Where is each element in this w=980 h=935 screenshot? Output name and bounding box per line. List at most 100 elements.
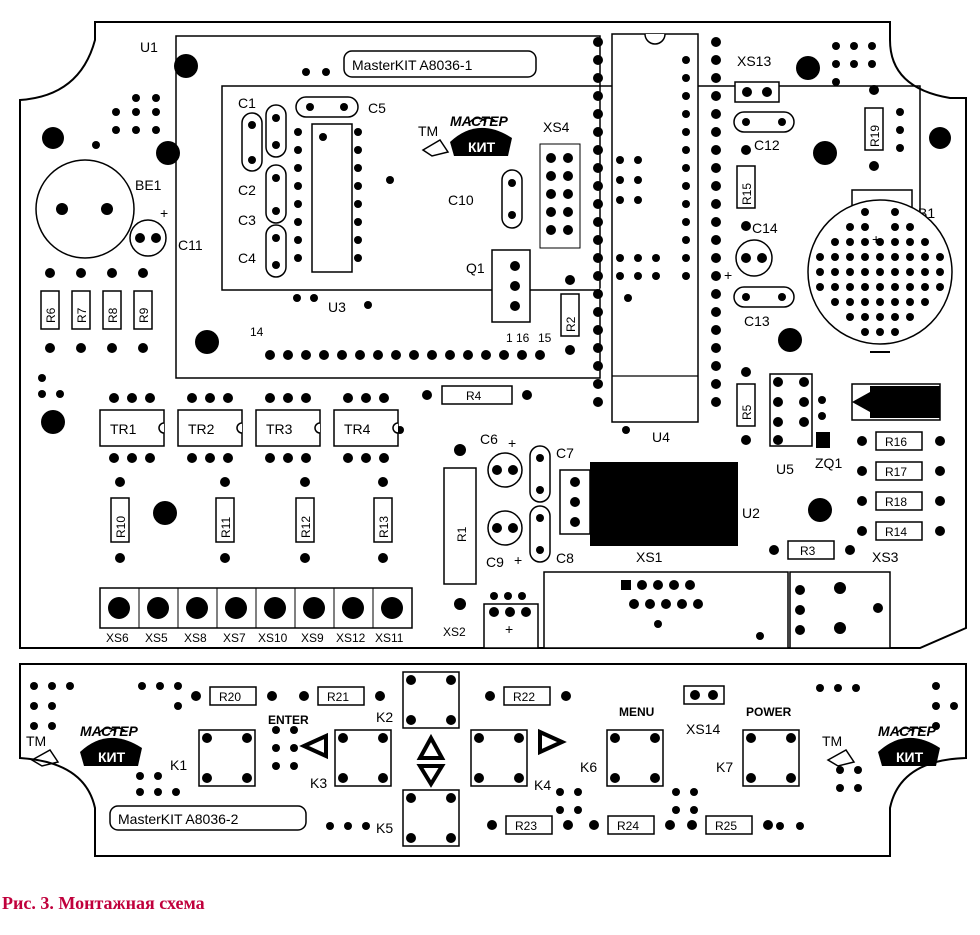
xs6-label: XS6 [106, 631, 129, 645]
c14-capacitor [735, 239, 773, 277]
b1-via [846, 298, 854, 306]
k1-label: K1 [170, 757, 187, 773]
b1-via [861, 298, 869, 306]
logo-master-kit-left: МАСТЕР КИТ TM [26, 723, 143, 767]
b1-via [891, 313, 899, 321]
svg-text:TR2: TR2 [188, 421, 215, 437]
c14-plus: + [724, 267, 732, 283]
u4-pins-right [711, 37, 721, 407]
svg-text:R19: R19 [868, 125, 882, 147]
svg-text:TR3: TR3 [266, 421, 293, 437]
c7-capacitor [529, 445, 551, 503]
svg-text:МАСТЕР: МАСТЕР [80, 723, 139, 739]
button-k5[interactable] [402, 789, 460, 847]
resistor-r2: R2 [560, 275, 580, 355]
via-field-board2 [30, 682, 958, 830]
be1-plus: + [160, 205, 168, 221]
k3-label: K3 [310, 775, 327, 791]
button-k7[interactable] [742, 729, 800, 787]
b1-via [891, 253, 899, 261]
b1-via [861, 283, 869, 291]
button-k4[interactable] [470, 729, 528, 787]
xs2-label: XS2 [443, 625, 466, 639]
via-field-left [38, 68, 394, 398]
b1-via-grid [816, 208, 944, 336]
b1-via [861, 268, 869, 276]
logo-master-kit-top: МАСТЕР КИТ TM [418, 113, 513, 157]
b1-via [846, 253, 854, 261]
c12-capacitor [733, 111, 795, 133]
u3-label: U3 [328, 299, 346, 315]
b1-via [906, 238, 914, 246]
c1-capacitor [241, 112, 263, 172]
svg-text:R21: R21 [327, 690, 349, 704]
resistor-r7: R7 [71, 268, 91, 353]
svg-text:R17: R17 [885, 465, 907, 479]
b1-via [816, 253, 824, 261]
c11-capacitor [129, 219, 167, 257]
resistor-r24: R24 [589, 815, 675, 835]
u2-label: U2 [742, 505, 760, 521]
module-pin-row [265, 350, 545, 360]
title-2-box [109, 805, 307, 831]
button-k6[interactable] [606, 729, 664, 787]
menu-label: MENU [619, 705, 654, 719]
xs2-plus: + [505, 621, 513, 637]
b1-via [906, 223, 914, 231]
title-2: MasterKIT A8036-2 [118, 811, 239, 827]
c3-label: C3 [238, 212, 256, 228]
k2-label: K2 [376, 709, 393, 725]
c5-label: C5 [368, 100, 386, 116]
resistor-r14: R14 [857, 521, 945, 541]
svg-text:R6: R6 [44, 307, 58, 323]
xs4-label: XS4 [543, 119, 570, 135]
enter-label: ENTER [268, 713, 309, 727]
c9-plus: + [514, 552, 522, 568]
svg-text:R9: R9 [137, 307, 151, 323]
xs11-label: XS11 [375, 631, 404, 645]
b1-via [861, 328, 869, 336]
title-1-box [343, 50, 537, 78]
b1-via [846, 313, 854, 321]
svg-text:TM: TM [822, 733, 842, 749]
c8-label: C8 [556, 550, 574, 566]
via-field-right [832, 42, 904, 152]
button-k2[interactable] [402, 671, 460, 729]
c6-plus: + [508, 435, 516, 451]
svg-text:R24: R24 [617, 819, 639, 833]
k7-label: K7 [716, 759, 733, 775]
k6-label: K6 [580, 759, 597, 775]
svg-text:КИТ: КИТ [896, 749, 924, 765]
b1-via [891, 298, 899, 306]
b1-via [876, 298, 884, 306]
resistor-r1: R1 [443, 444, 477, 610]
svg-text:МАСТЕР: МАСТЕР [878, 723, 937, 739]
xs8-label: XS8 [184, 631, 207, 645]
xs14-label: XS14 [686, 721, 720, 737]
b1-via [906, 268, 914, 276]
c10-capacitor [501, 169, 523, 229]
resistor-r12: R12 [295, 477, 315, 563]
b1-via [861, 313, 869, 321]
b1-via [876, 328, 884, 336]
svg-text:R5: R5 [740, 404, 754, 420]
c9-capacitor [487, 510, 523, 546]
b1-via [891, 223, 899, 231]
button-k3[interactable] [334, 729, 392, 787]
button-k1[interactable] [198, 729, 256, 787]
resistor-r17: R17 [857, 461, 945, 481]
svg-text:КИТ: КИТ [98, 749, 126, 765]
b1-via [891, 238, 899, 246]
b1-via [891, 328, 899, 336]
triac-tr1: TR1 [99, 393, 165, 463]
b1-via [921, 298, 929, 306]
pin15-label: 15 [538, 331, 552, 345]
resistor-r16: R16 [857, 431, 945, 451]
u3-chip [311, 123, 353, 273]
b1-via [921, 283, 929, 291]
b1-via [936, 268, 944, 276]
b1-via [846, 283, 854, 291]
c4-label: C4 [238, 250, 256, 266]
u1-label: U1 [140, 39, 158, 55]
